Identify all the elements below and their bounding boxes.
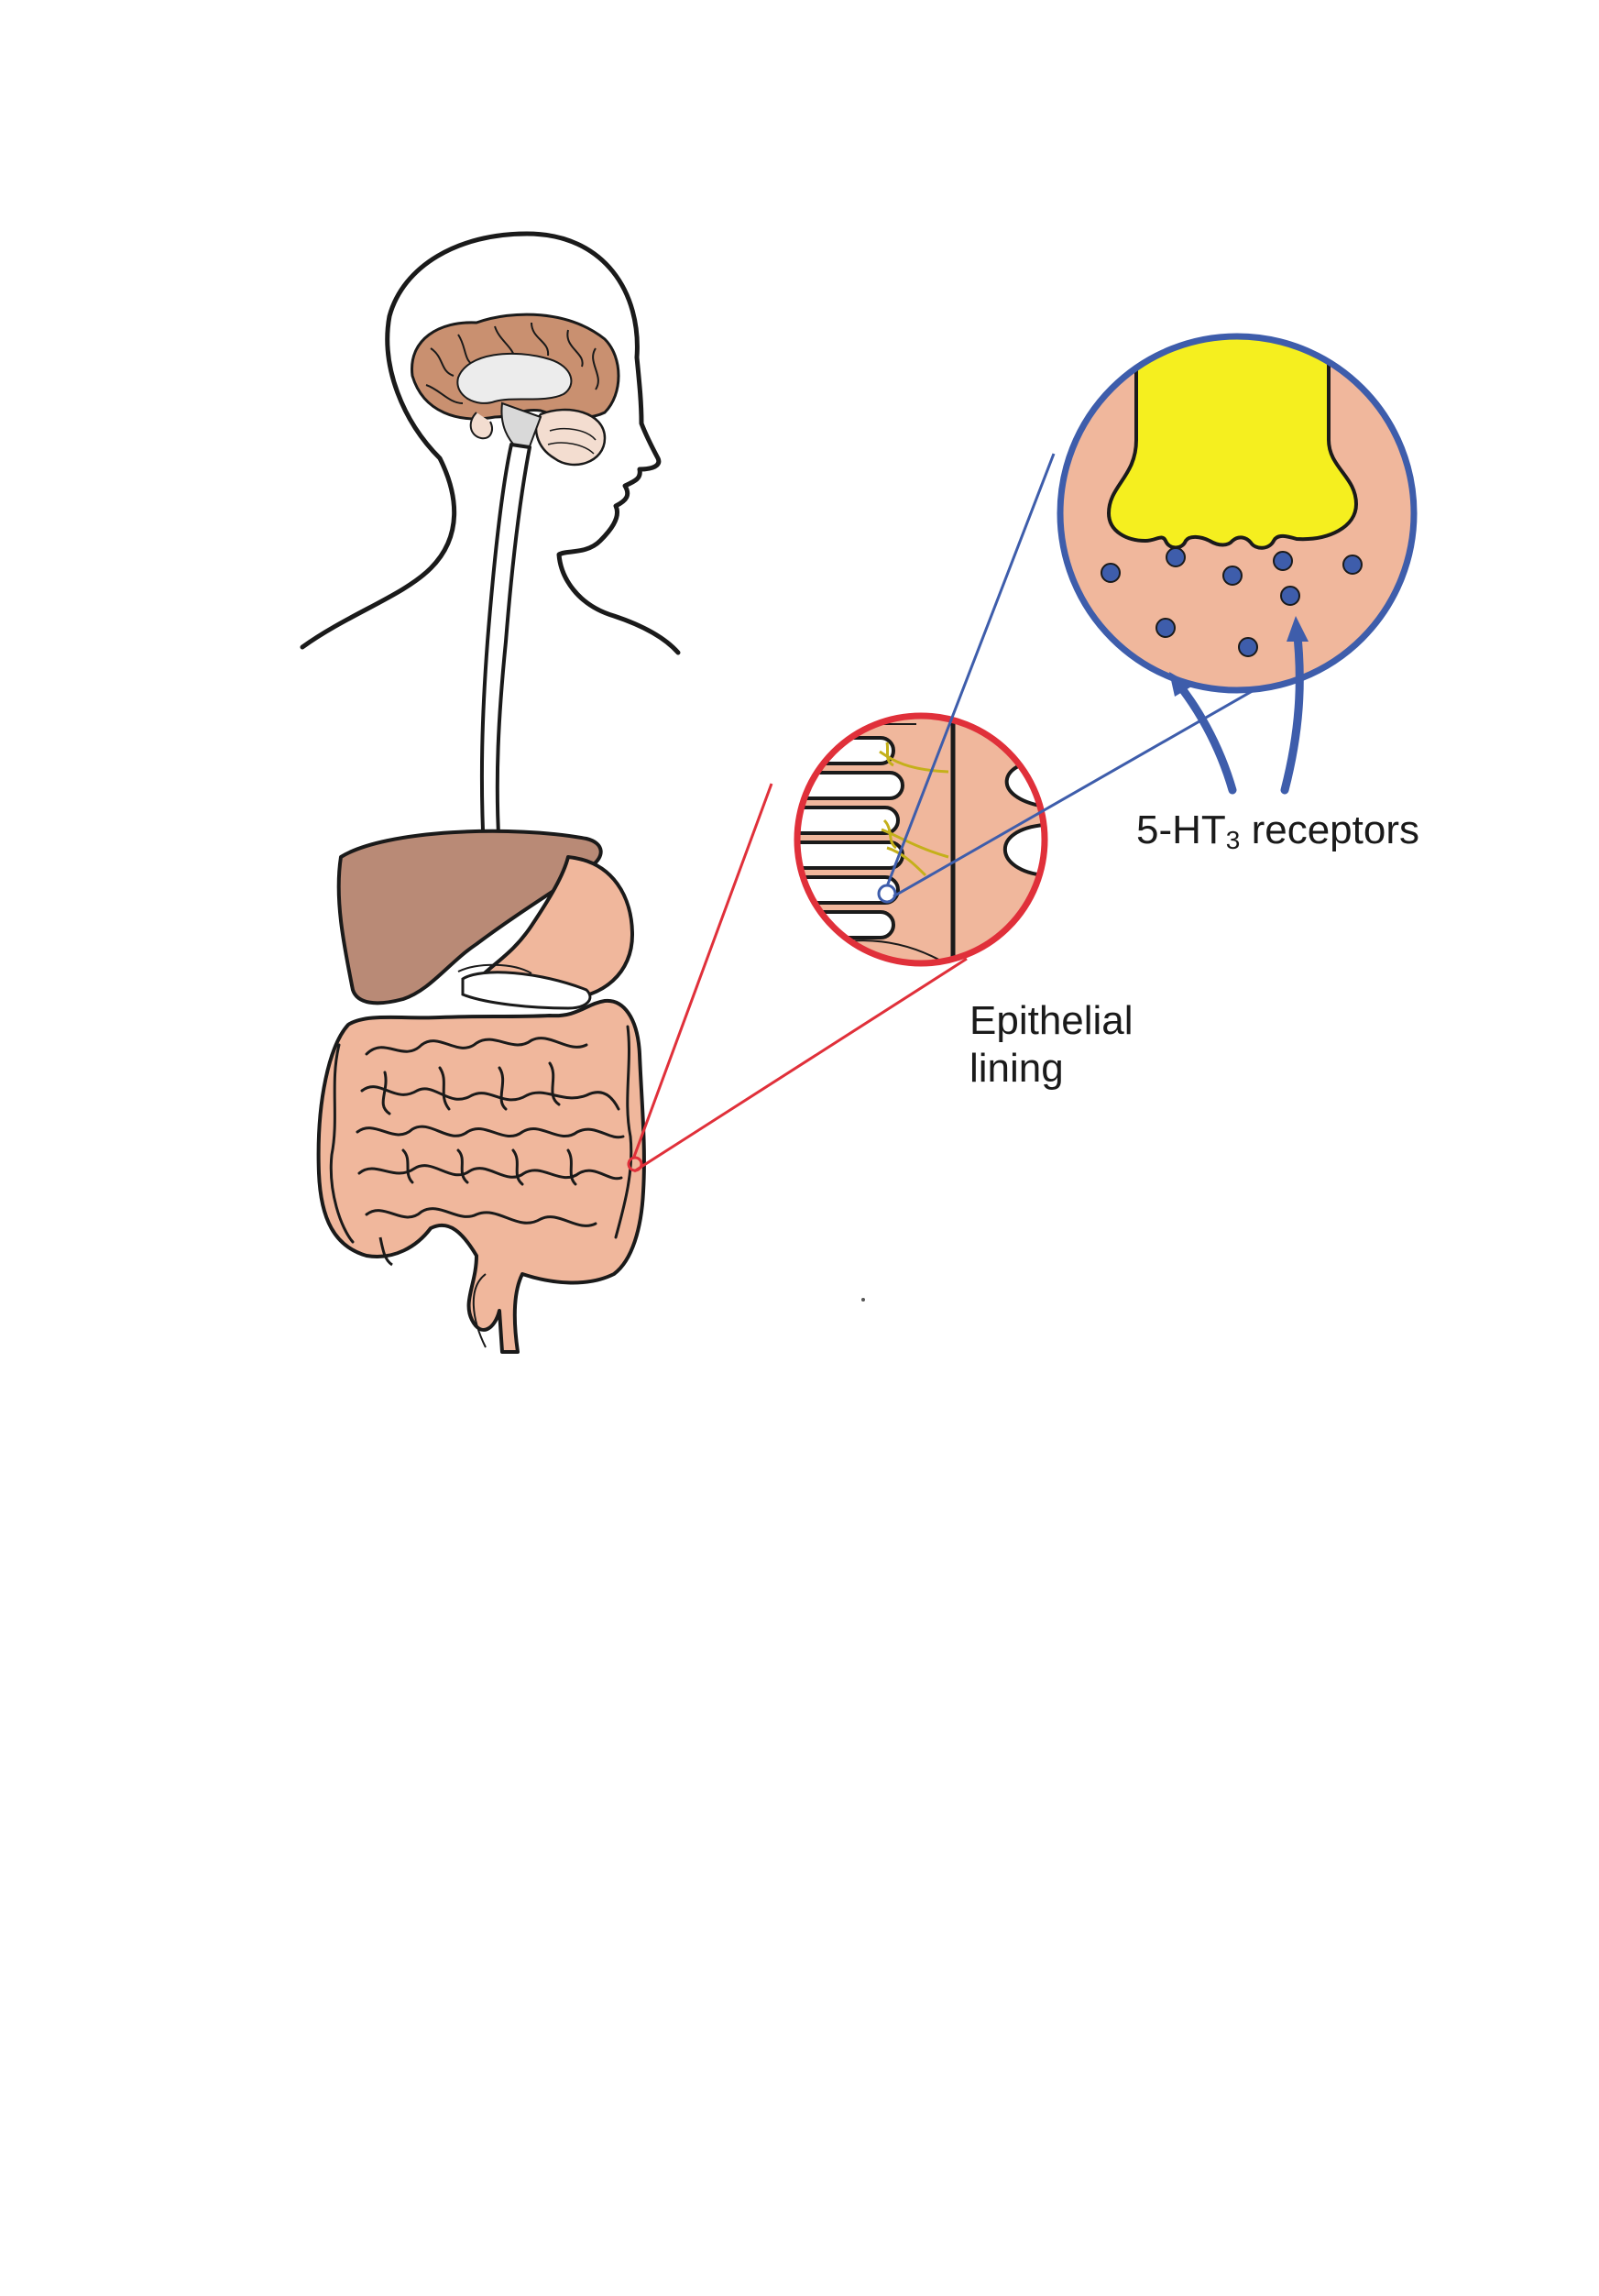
stray-dot: [861, 1298, 865, 1302]
receptor-molecules: [1101, 547, 1363, 657]
receptors-label: 5-HT3 receptors: [1136, 807, 1419, 864]
receptors-label-prefix: 5-HT: [1136, 807, 1226, 852]
receptors-label-suffix: receptors: [1240, 807, 1419, 852]
spinal-cord: [479, 443, 531, 854]
brain-core: [456, 352, 573, 404]
brain: [411, 313, 620, 467]
colon: [316, 998, 646, 1354]
nerve-fibres: [879, 742, 949, 877]
zoom-lines-blue: [885, 453, 1282, 898]
epithelial-lining-label: Epithelial lining: [969, 997, 1134, 1093]
arrowhead-left: [1169, 672, 1193, 697]
receptor-zoom-circle: [1057, 333, 1418, 694]
receptors-label-subscript: 3: [1225, 826, 1241, 854]
intestines: [316, 998, 646, 1354]
small-intestine-loops: [329, 1025, 633, 1244]
rectum: [472, 1273, 487, 1348]
cerebellum: [534, 408, 607, 467]
epithelial-label-line2: lining: [969, 1046, 1064, 1091]
pancreas-gap: [461, 971, 592, 1010]
epithelial-label-line1: Epithelial: [969, 998, 1134, 1043]
zoom-origin-gut: [627, 1156, 643, 1172]
head-silhouette: [300, 231, 681, 655]
zoom-lines-red: [627, 783, 968, 1173]
liver: [336, 829, 603, 1005]
pituitary: [469, 412, 493, 440]
epithelial-zoom-circle: [794, 712, 1048, 967]
neuron-terminal: [1107, 336, 1358, 550]
appendix: [378, 1236, 393, 1267]
arrowhead-right: [1287, 616, 1309, 642]
